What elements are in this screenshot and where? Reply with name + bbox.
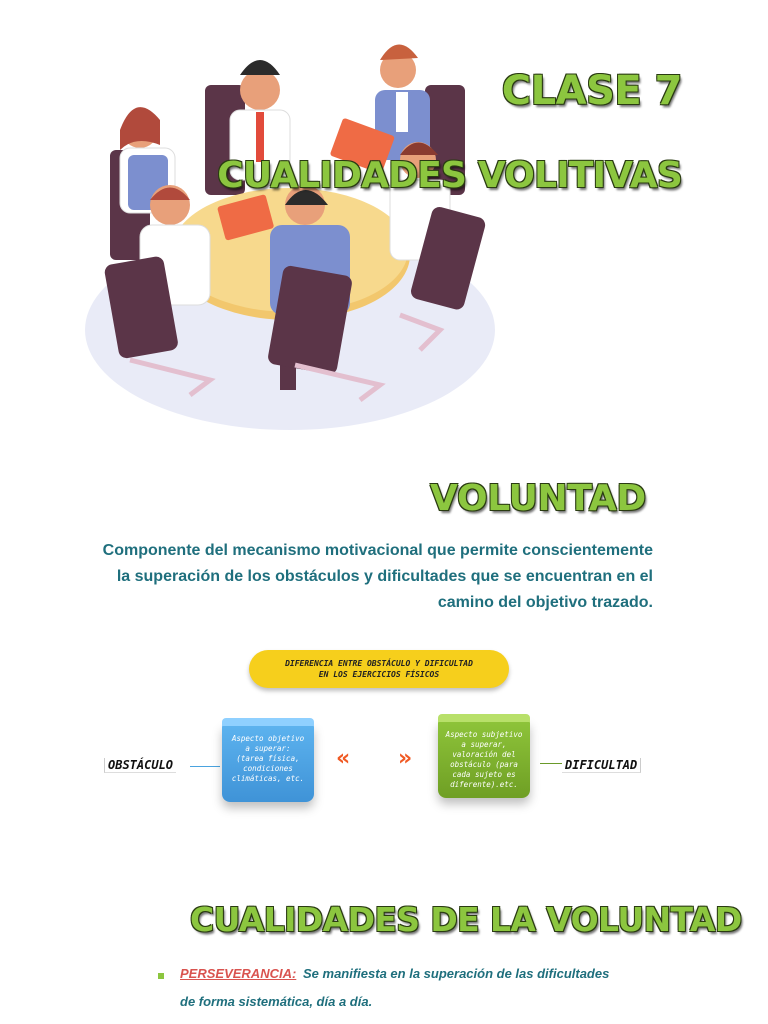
obstaculo-label: OBSTÁCULO xyxy=(104,758,177,773)
meeting-illustration xyxy=(85,44,495,430)
card-line: obstáculo (para xyxy=(450,760,518,769)
obstaculo-card: Aspecto objetivo a superar: (tarea físic… xyxy=(222,718,314,802)
dificultad-card: Aspecto subjetivo a superar, valoración … xyxy=(438,714,530,798)
card-line: Aspecto objetivo xyxy=(231,734,305,743)
chevron-right-icon: » xyxy=(398,746,413,771)
dificultad-label: DIFICULTAD xyxy=(562,758,642,773)
card-line: a superar, xyxy=(461,740,507,749)
class-title: CLASE 7 xyxy=(501,68,683,114)
card-line: climáticas, etc. xyxy=(231,774,305,783)
definition-line: camino del objetivo trazado. xyxy=(437,594,653,611)
card-top-edge xyxy=(222,718,314,726)
card-line: condiciones xyxy=(243,764,293,773)
connector-left xyxy=(190,766,220,767)
diagram-heading: DIFERENCIA ENTRE OBSTÁCULO Y DIFICULTAD … xyxy=(249,650,509,688)
subtitle: CUALIDADES VOLITIVAS xyxy=(217,155,683,196)
card-line: valoración del xyxy=(452,750,516,759)
cualidades-title: CUALIDADES DE LA VOLUNTAD xyxy=(190,900,742,939)
cualidad-description: Se manifiesta en la superación de las di… xyxy=(303,966,610,981)
cualidad-description: de forma sistemática, día a día. xyxy=(180,994,373,1009)
definition-line: la superación de los obstáculos y dificu… xyxy=(116,568,653,585)
card-line: a superar: xyxy=(245,744,291,753)
bullet-icon xyxy=(158,973,164,979)
diagram-heading-line: DIFERENCIA ENTRE OBSTÁCULO Y DIFICULTAD xyxy=(285,659,473,668)
diagram-heading-line: EN LOS EJERCICIOS FÍSICOS xyxy=(318,670,440,679)
voluntad-title: VOLUNTAD xyxy=(430,478,646,519)
card-line: diferente).etc. xyxy=(450,780,518,789)
definition-line: Componente del mecanismo motivacional qu… xyxy=(102,542,653,559)
card-line: Aspecto subjetivo xyxy=(445,730,523,739)
card-line: (tarea física, xyxy=(236,754,300,763)
voluntad-definition: Componente del mecanismo motivacional qu… xyxy=(33,538,653,616)
card-line: cada sujeto es xyxy=(452,770,516,779)
chevron-left-icon: « xyxy=(336,746,351,771)
card-top-edge xyxy=(438,714,530,722)
cualidad-term: PERSEVERANCIA: xyxy=(180,966,297,981)
connector-right xyxy=(540,763,562,764)
